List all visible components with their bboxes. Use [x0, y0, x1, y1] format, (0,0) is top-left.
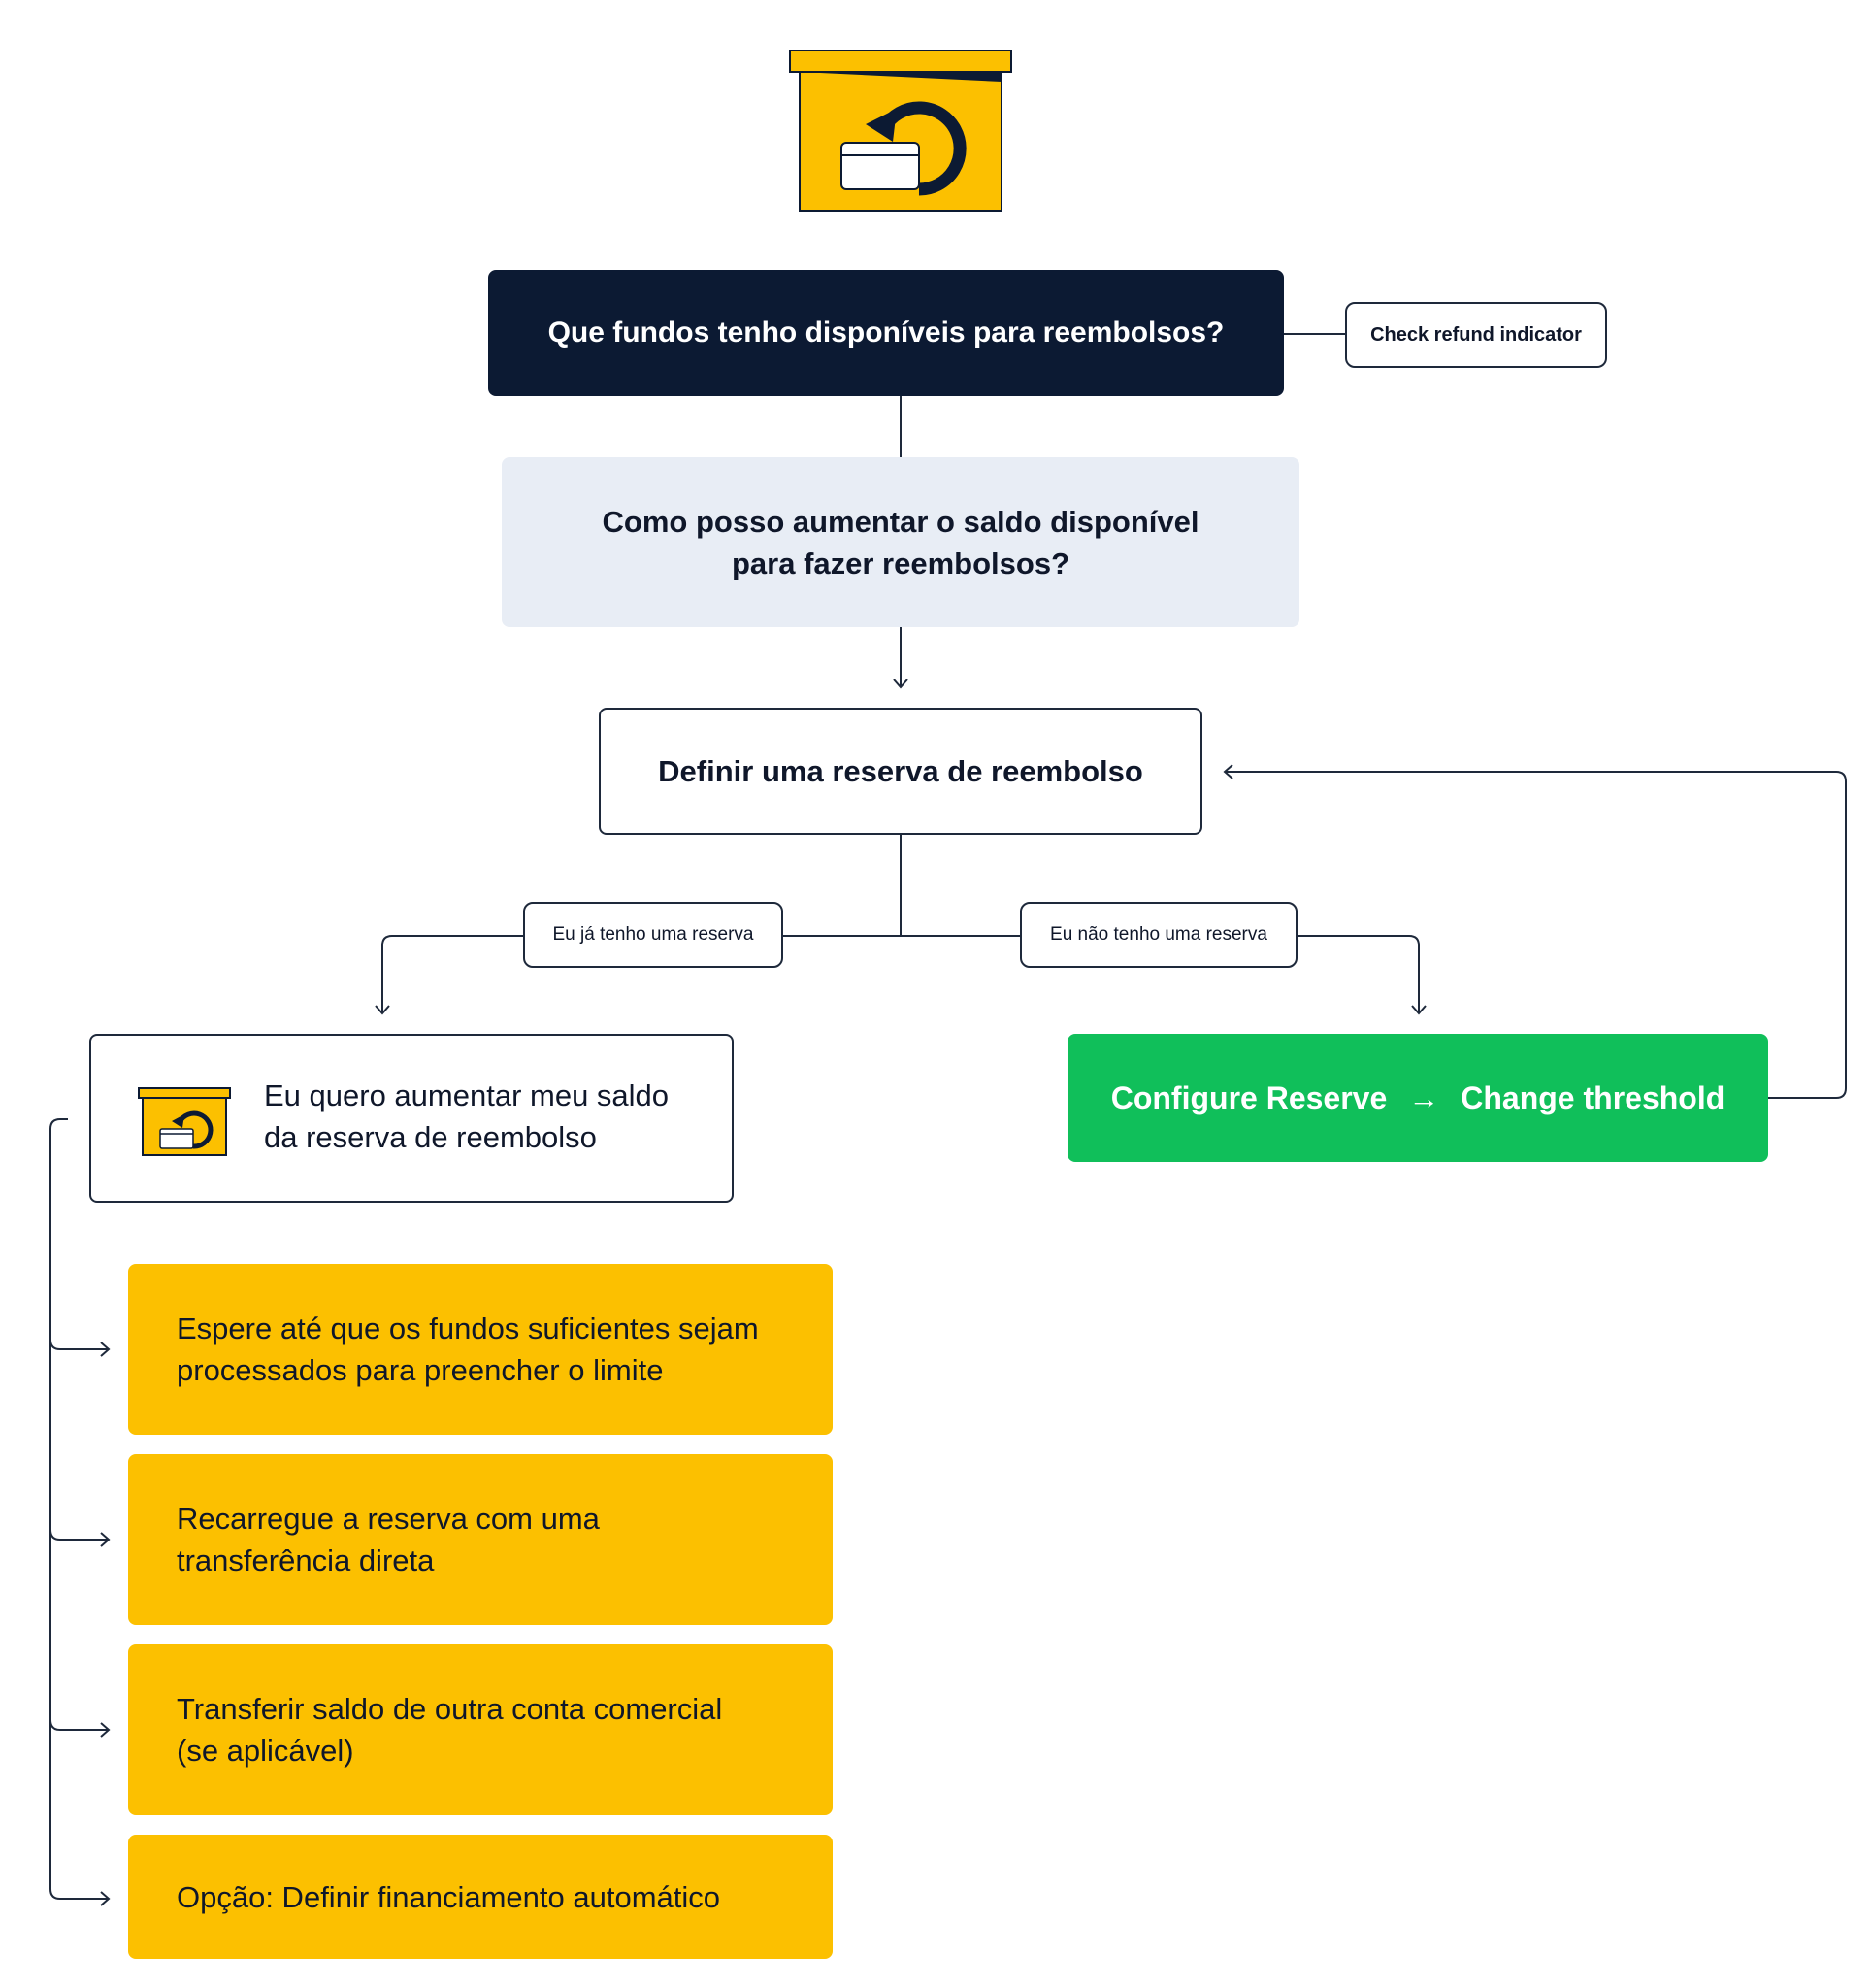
increase-reserve-line2: da reserva de reembolso [264, 1120, 597, 1154]
arrow-right-icon: → [1408, 1079, 1440, 1115]
refund-box-icon [789, 50, 1012, 212]
option-direct-transfer: Recarregue a reserva com uma transferênc… [128, 1454, 833, 1625]
check-refund-indicator-text: Check refund indicator [1370, 323, 1582, 346]
configure-reserve-step: Configure Reserve [1110, 1079, 1388, 1115]
branch-no-reserve-text: Eu não tenho uma reserva [1050, 924, 1267, 944]
question-available-funds: Que fundos tenho disponíveis para reembo… [488, 270, 1284, 396]
define-reserve-text: Definir uma reserva de reembolso [658, 753, 1143, 788]
check-refund-indicator-tag: Check refund indicator [1345, 302, 1607, 368]
question-increase-balance: Como posso aumentar o saldo disponível p… [502, 457, 1299, 627]
increase-reserve-node: Eu quero aumentar meu saldo da reserva d… [89, 1034, 734, 1203]
option-auto-funding: Opção: Definir financiamento automático [128, 1835, 833, 1959]
branch-has-reserve: Eu já tenho uma reserva [523, 902, 783, 968]
question-available-funds-text: Que fundos tenho disponíveis para reembo… [547, 316, 1225, 348]
increase-reserve-line1: Eu quero aumentar meu saldo [264, 1078, 670, 1112]
option-line1: Espere até que os fundos suficientes sej… [177, 1311, 759, 1345]
option-line1: Recarregue a reserva com uma [177, 1502, 600, 1536]
question-increase-balance-line1: Como posso aumentar o saldo disponível [602, 504, 1199, 539]
question-increase-balance-line2: para fazer reembolsos? [731, 546, 1070, 580]
branch-no-reserve: Eu não tenho uma reserva [1020, 902, 1298, 968]
option-line1: Transferir saldo de outra conta comercia… [177, 1692, 723, 1726]
configure-reserve-node: Configure Reserve → Change threshold [1068, 1034, 1768, 1162]
option-line2: transferência direta [177, 1543, 435, 1577]
option-transfer-other-account: Transferir saldo de outra conta comercia… [128, 1644, 833, 1815]
branch-has-reserve-text: Eu já tenho uma reserva [552, 924, 754, 944]
define-reserve-node: Definir uma reserva de reembolso [599, 708, 1202, 835]
option-line2: (se aplicável) [177, 1734, 354, 1768]
option-wait-funds: Espere até que os fundos suficientes sej… [128, 1264, 833, 1435]
refund-box-icon [138, 1087, 231, 1156]
change-threshold-step: Change threshold [1461, 1079, 1725, 1115]
option-line2: processados para preencher o limite [177, 1353, 664, 1387]
option-line1: Opção: Definir financiamento automático [177, 1879, 721, 1914]
